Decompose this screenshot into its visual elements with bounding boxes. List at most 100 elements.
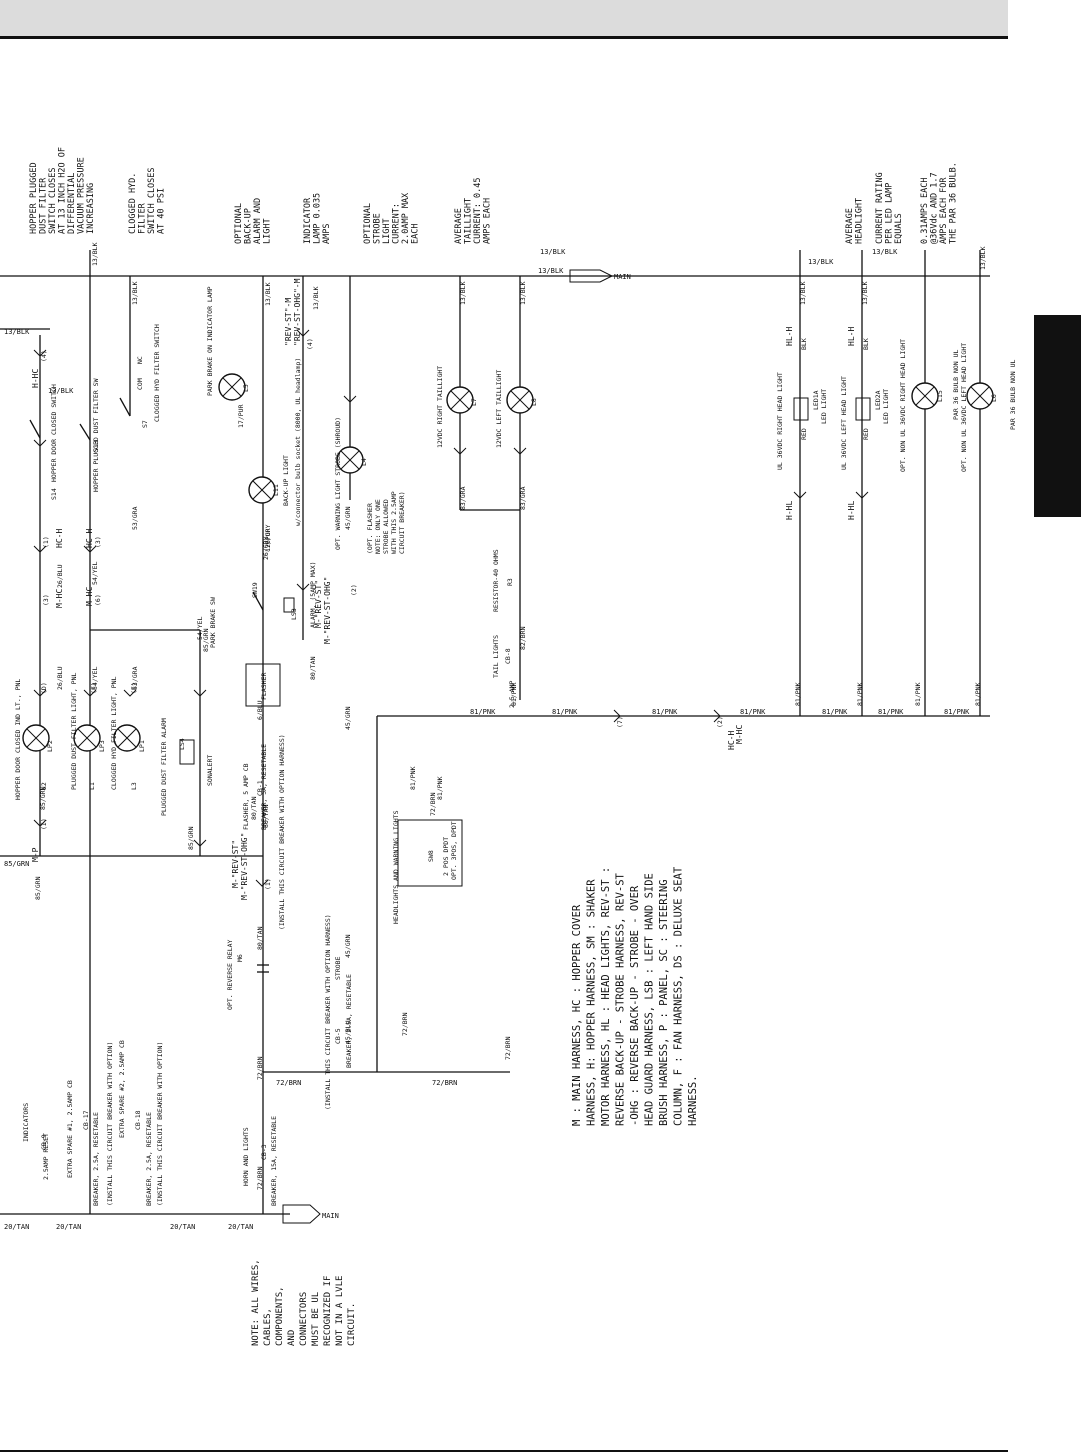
svg-text:85/GRN: 85/GRN <box>39 786 47 810</box>
svg-text:LP2: LP2 <box>46 740 54 752</box>
svg-text:TAIL LIGHTS: TAIL LIGHTS <box>492 635 500 678</box>
svg-text:RESISTOR-40 OHMS: RESISTOR-40 OHMS <box>492 549 500 612</box>
svg-text:AVERAGETAILLIGHTCURRENT: 0.45A: AVERAGETAILLIGHTCURRENT: 0.45AMPS EACH <box>454 177 493 244</box>
svg-text:81/PNK: 81/PNK <box>740 708 766 716</box>
svg-text:13/BLK: 13/BLK <box>979 246 987 270</box>
switch-sw19 <box>252 591 264 611</box>
svg-text:13/BLK: 13/BLK <box>861 281 869 305</box>
svg-text:R3: R3 <box>506 578 514 586</box>
svg-text:FLASHER, 5 AMP CB: FLASHER, 5 AMP CB <box>242 763 250 830</box>
svg-text:CLOGGED HYD FILTER SWITCH: CLOGGED HYD FILTER SWITCH <box>153 324 161 422</box>
svg-text:81/PNK: 81/PNK <box>470 708 496 716</box>
svg-text:COM: COM <box>136 378 144 390</box>
svg-text:S14: S14 <box>50 488 58 500</box>
svg-text:13/BLK: 13/BLK <box>799 281 807 305</box>
svg-text:CB-9: CB-9 <box>40 1134 48 1150</box>
svg-text:NC: NC <box>136 356 144 364</box>
svg-text:OPT. NON UL 36VDC LEFT HEAD LI: OPT. NON UL 36VDC LEFT HEAD LIGHT <box>960 343 968 472</box>
header-bar <box>0 0 1008 36</box>
svg-text:45/BLU: 45/BLU <box>344 1020 352 1044</box>
svg-text:HC-H: HC-H <box>727 731 736 750</box>
svg-text:L1: L1 <box>88 782 96 790</box>
switch-s14 <box>29 419 41 439</box>
svg-text:13/BLK: 13/BLK <box>872 248 898 256</box>
svg-text:12VDC RIGHT TAILLIGHT: 12VDC RIGHT TAILLIGHT <box>436 366 444 448</box>
svg-text:26/BLU: 26/BLU <box>56 666 64 690</box>
svg-text:CB-18: CB-18 <box>134 1110 142 1130</box>
svg-text:72/BRN: 72/BRN <box>429 792 437 816</box>
svg-text:13/BLK: 13/BLK <box>519 281 527 305</box>
header-rule <box>0 36 1008 39</box>
svg-text:CB-5: CB-5 <box>334 1028 342 1044</box>
svg-text:17/PUR: 17/PUR <box>264 528 272 552</box>
svg-text:(D): (D) <box>40 682 48 694</box>
svg-text:L5: L5 <box>242 384 250 392</box>
svg-text:M-"REV-ST": M-"REV-ST" <box>231 840 240 888</box>
svg-text:13/BLK: 13/BLK <box>91 242 99 266</box>
svg-text:13/BLK: 13/BLK <box>48 387 74 395</box>
svg-text:OPTIONALSTROBELIGHTCURRENT:2.0: OPTIONALSTROBELIGHTCURRENT:2.0AMP MAXEAC… <box>363 192 421 244</box>
svg-text:13/BLK: 13/BLK <box>459 281 467 305</box>
lamp-lp1 <box>113 724 141 752</box>
svg-text:PAR 36 BULB NON UL: PAR 36 BULB NON UL <box>1009 359 1017 430</box>
svg-text:H-HL: H-HL <box>785 501 794 520</box>
svg-text:LS3: LS3 <box>290 608 298 620</box>
svg-text:S13: S13 <box>92 440 100 452</box>
svg-text:72/BRN: 72/BRN <box>504 1036 512 1060</box>
svg-text:HC-H: HC-H <box>55 529 64 548</box>
svg-text:OPTIONALBACK-UPALARM ANDLIGHT: OPTIONALBACK-UPALARM ANDLIGHT <box>234 198 273 244</box>
svg-text:ALARM, (5AMP MAX): ALARM, (5AMP MAX) <box>309 561 317 628</box>
svg-text:45/GRN: 45/GRN <box>344 934 352 958</box>
svg-text:54/YEL: 54/YEL <box>91 561 99 585</box>
svg-text:INDICATORLAMP 0.035AMPS: INDICATORLAMP 0.035AMPS <box>303 193 332 244</box>
svg-text:81/PNK: 81/PNK <box>822 708 848 716</box>
svg-text:M-P: M-P <box>31 847 40 862</box>
svg-text:45/GRN: 45/GRN <box>344 506 352 530</box>
svg-text:HORN AND LIGHTS: HORN AND LIGHTS <box>242 1127 250 1186</box>
flasher-box <box>245 663 281 707</box>
svg-text:(E): (E) <box>130 682 138 694</box>
lamp-lp2 <box>22 724 50 752</box>
svg-text:BACK-UP LIGHT: BACK-UP LIGHT <box>282 455 290 506</box>
svg-text:STROBE: STROBE <box>334 956 342 980</box>
svg-text:LS4: LS4 <box>178 738 186 750</box>
svg-text:BLK: BLK <box>800 338 808 350</box>
svg-text:0.31AMPS EACH@36Vdc AND 1.7AMP: 0.31AMPS EACH@36Vdc AND 1.7AMPS EACH FOR… <box>920 162 959 244</box>
svg-text:L7: L7 <box>470 398 478 406</box>
svg-text:CLOGGED HYD.FILTERSWITCH CLOSE: CLOGGED HYD.FILTERSWITCH CLOSESAT 40 PSI <box>128 167 167 234</box>
pin-labels: (4) (1) (3) (3) (6) (D) (F) (E) (I) (1) … <box>40 338 870 890</box>
svg-text:20/TAN: 20/TAN <box>170 1223 195 1231</box>
svg-text:13/BLK: 13/BLK <box>538 267 564 275</box>
svg-text:BREAKER, 2.5A, RESETABLE: BREAKER, 2.5A, RESETABLE <box>145 1112 153 1206</box>
svg-text:20/TAN: 20/TAN <box>56 1223 81 1231</box>
lamp-l4 <box>336 446 364 474</box>
svg-text:CLOGGED HYD FILTER LIGHT, PNL: CLOGGED HYD FILTER LIGHT, PNL <box>110 676 118 790</box>
section-tab <box>1034 315 1081 517</box>
svg-text:OPT. 3POS, DPDT: OPT. 3POS, DPDT <box>450 821 458 880</box>
svg-text:SONALERT: SONALERT <box>206 755 214 786</box>
svg-text:CB-3: CB-3 <box>260 1144 268 1160</box>
svg-text:AVERAGEHEADLIGHT: AVERAGEHEADLIGHT <box>845 198 865 244</box>
svg-text:L4: L4 <box>360 458 368 466</box>
svg-text:HEADLIGHTS AND WARNING LIGHTS: HEADLIGHTS AND WARNING LIGHTS <box>392 810 400 924</box>
lamp-l7 <box>446 386 474 414</box>
svg-text:PLUGGED DUST FILTER ALARM: PLUGGED DUST FILTER ALARM <box>160 718 168 816</box>
svg-text:81/PNK: 81/PNK <box>794 682 802 706</box>
svg-text:M-"REV-ST-OHG": M-"REV-ST-OHG" <box>240 833 249 900</box>
svg-text:53/GRA: 53/GRA <box>131 666 139 690</box>
svg-text:OPT. NON UL 36VDC RIGHT HEAD L: OPT. NON UL 36VDC RIGHT HEAD LIGHT <box>899 339 907 472</box>
svg-text:13/BLK: 13/BLK <box>540 248 566 256</box>
switch-s13 <box>79 423 91 441</box>
svg-text:L2: L2 <box>40 782 48 790</box>
svg-text:L15: L15 <box>936 390 944 402</box>
svg-text:MAIN: MAIN <box>614 273 631 281</box>
svg-text:FLASHER: FLASHER <box>260 673 268 700</box>
svg-text:2.5AMP RESET: 2.5AMP RESET <box>42 1133 50 1180</box>
svg-text:54/YEL: 54/YEL <box>91 666 99 690</box>
svg-text:(4): (4) <box>306 338 314 350</box>
svg-text:BREAKER, 2.5A, RESETABLE: BREAKER, 2.5A, RESETABLE <box>92 1112 100 1206</box>
svg-text:M-HC: M-HC <box>735 725 744 744</box>
svg-text:80/TAN: 80/TAN <box>309 656 317 680</box>
